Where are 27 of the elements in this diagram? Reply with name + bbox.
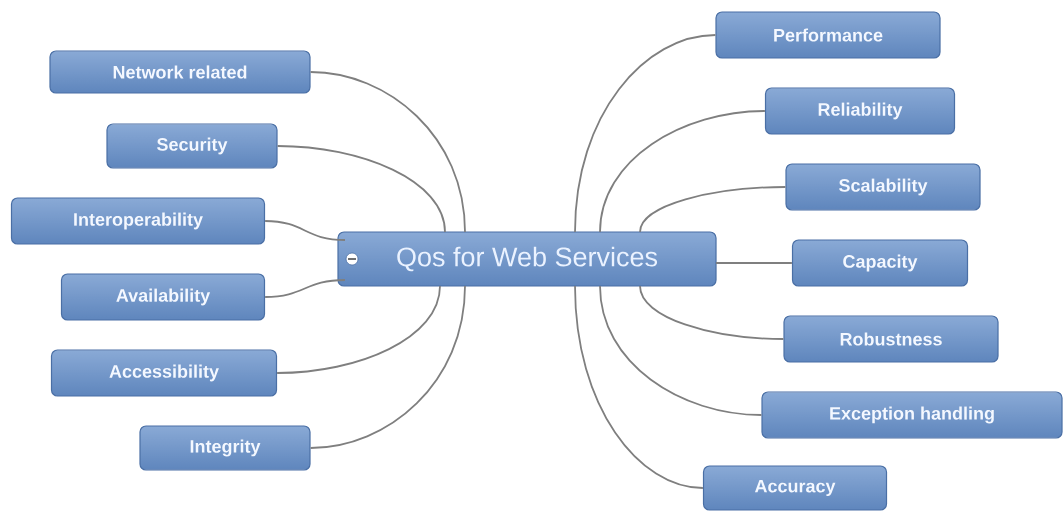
connector-line — [264, 220, 346, 241]
topic-box: Accessibility — [50, 349, 278, 397]
topic-box: Performance — [715, 11, 941, 59]
connector-line — [276, 145, 446, 233]
connector-line — [599, 110, 766, 233]
connector-line — [639, 285, 785, 340]
topic-box: Accuracy — [702, 465, 888, 511]
connector-line — [599, 285, 763, 416]
connector-line — [264, 279, 346, 298]
connector-line — [574, 34, 717, 233]
connector-line — [574, 285, 704, 489]
connector-line — [639, 186, 787, 233]
topic-box: Interoperability — [10, 197, 266, 245]
connector-line — [309, 71, 466, 233]
topic-box: Integrity — [139, 425, 311, 471]
topic-box: Availability — [60, 273, 266, 321]
connector-line — [715, 262, 793, 264]
topic-box: Network related — [49, 50, 311, 94]
topic-box: Exception handling — [761, 391, 1063, 439]
connector-line — [309, 285, 466, 449]
topic-box: Security — [106, 123, 278, 169]
topic-box: Scalability — [785, 163, 981, 211]
topic-box: Capacity — [791, 239, 969, 287]
connector-line — [276, 285, 441, 374]
topic-box: Robustness — [783, 315, 999, 363]
topic-box: Reliability — [764, 87, 956, 135]
central-topic-box: Qos for Web Services — [337, 231, 717, 287]
